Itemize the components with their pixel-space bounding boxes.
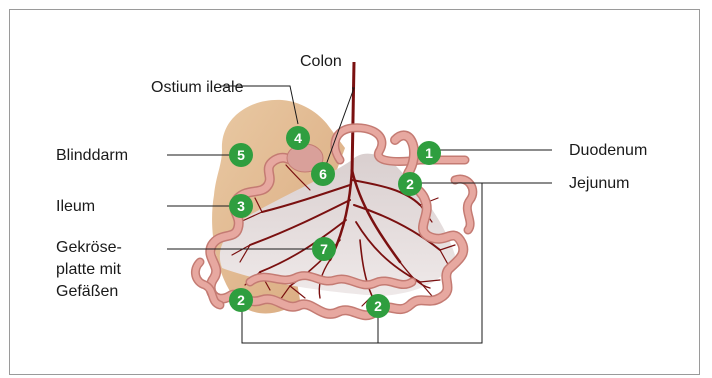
marker-2-lower-center: 2 — [366, 294, 390, 318]
colon-stalk — [352, 62, 354, 175]
svg-text:2: 2 — [406, 176, 414, 192]
svg-text:3: 3 — [237, 198, 245, 214]
svg-text:2: 2 — [237, 292, 245, 308]
marker-6: 6 — [311, 162, 335, 186]
marker-4: 4 — [286, 126, 310, 150]
svg-text:2: 2 — [374, 298, 382, 314]
label-colon: Colon — [300, 53, 342, 70]
label-ileum: Ileum — [56, 198, 95, 215]
svg-text:1: 1 — [425, 145, 433, 161]
marker-5: 5 — [229, 143, 253, 167]
label-gekroese-1: Gekröse- — [56, 239, 122, 256]
label-blinddarm: Blinddarm — [56, 147, 128, 164]
label-gekroese-3: Gefäßen — [56, 283, 118, 300]
marker-3: 3 — [229, 194, 253, 218]
marker-7: 7 — [312, 237, 336, 261]
svg-text:4: 4 — [294, 130, 302, 146]
marker-2-jejunum: 2 — [398, 172, 422, 196]
label-ostium-ileale: Ostium ileale — [151, 79, 244, 96]
marker-2-lower-left: 2 — [229, 288, 253, 312]
svg-text:5: 5 — [237, 147, 245, 163]
label-jejunum: Jejunum — [569, 175, 629, 192]
svg-text:6: 6 — [319, 166, 327, 182]
svg-text:7: 7 — [320, 241, 328, 257]
label-gekroese-2: platte mit — [56, 261, 121, 278]
marker-1: 1 — [417, 141, 441, 165]
label-duodenum: Duodenum — [569, 142, 647, 159]
